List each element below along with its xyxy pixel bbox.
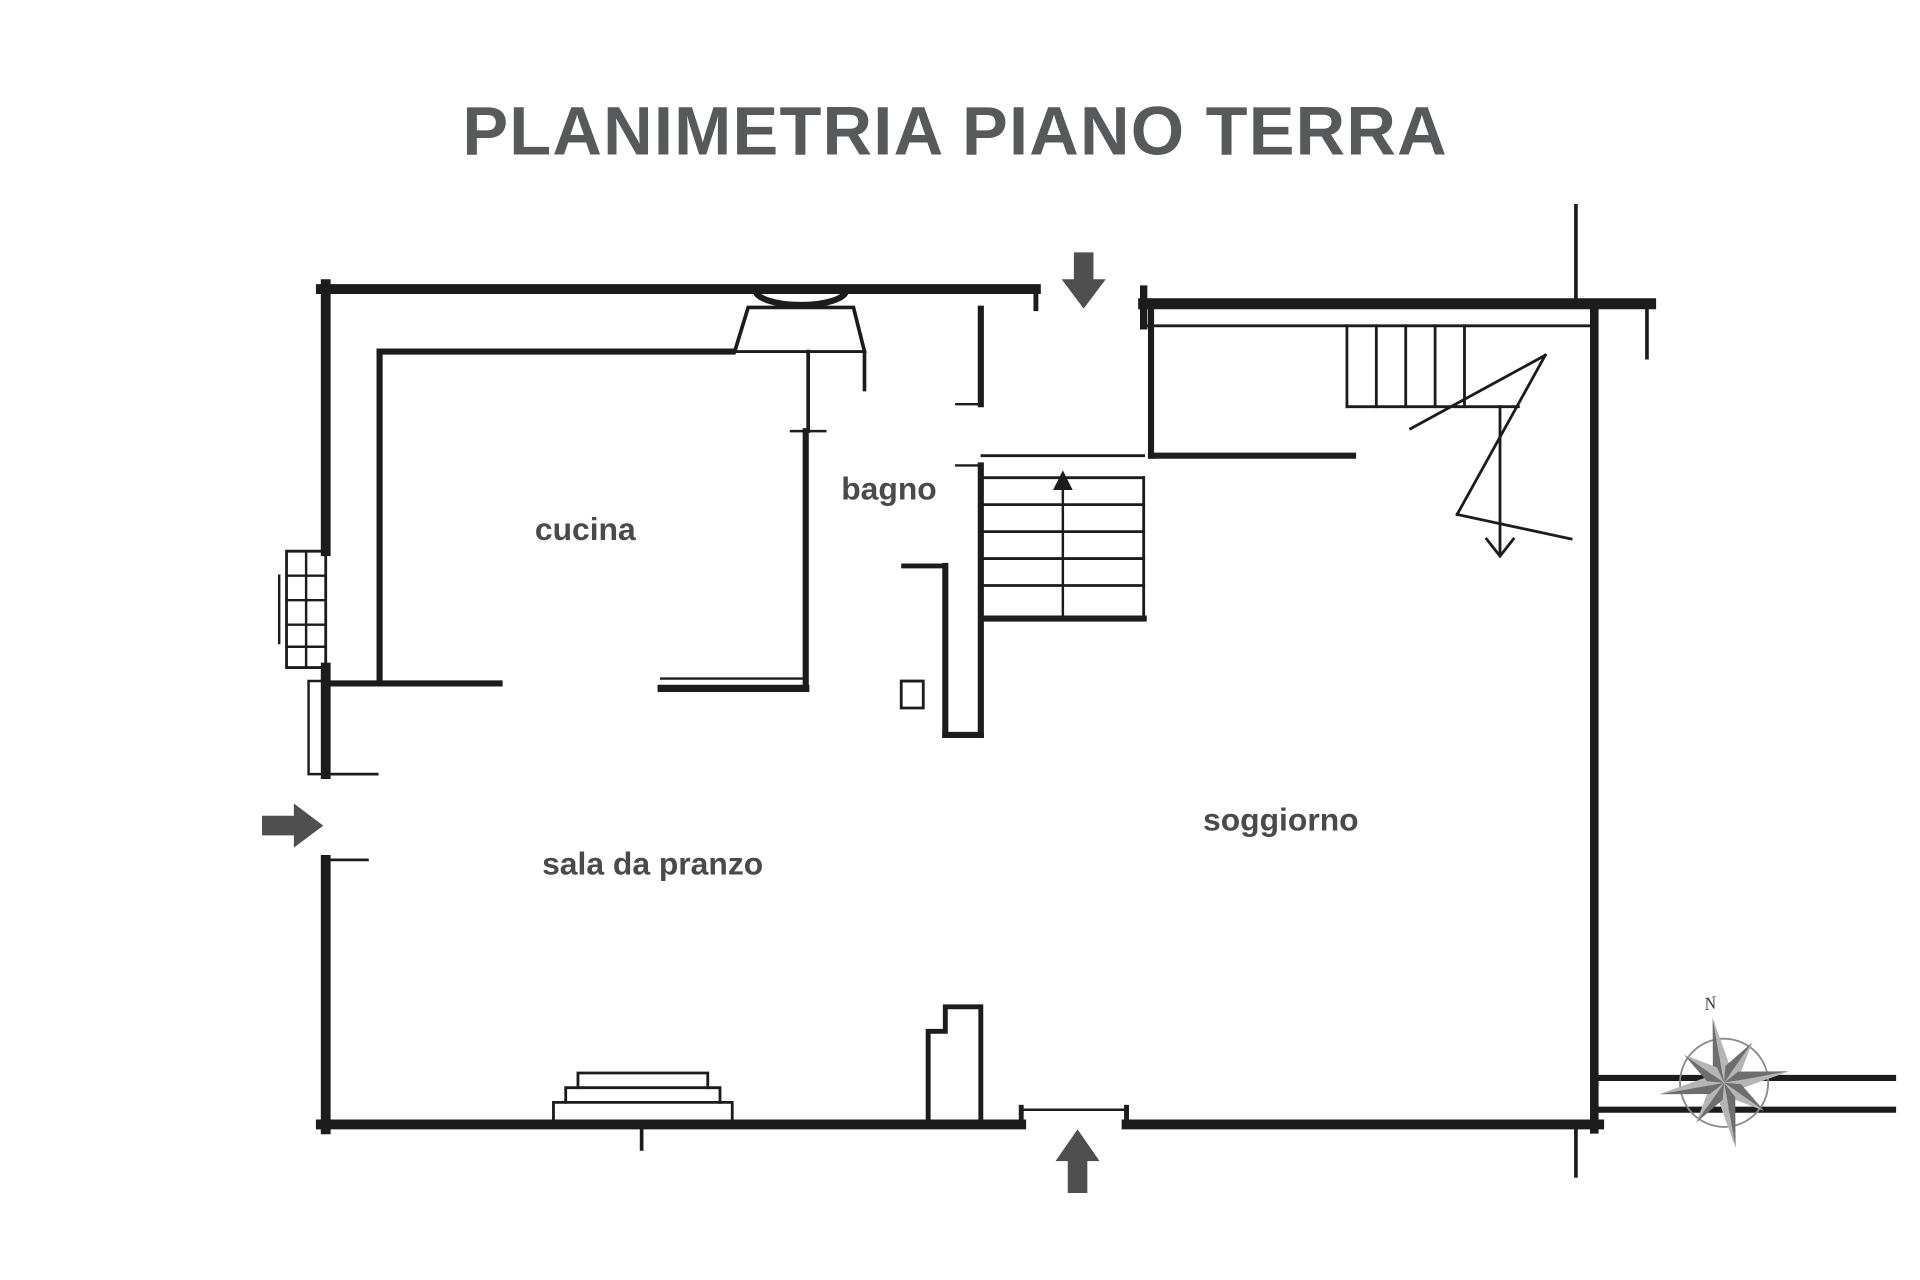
interior-walls xyxy=(324,300,1357,862)
room-label-soggiorno: soggiorno xyxy=(1203,801,1359,837)
entrance-arrow-top-icon xyxy=(1061,252,1106,309)
compass-north-label: N xyxy=(1701,992,1719,1014)
compass-rose-icon: N xyxy=(1658,992,1790,1148)
stove-niche xyxy=(730,287,867,354)
room-label-cucina: cucina xyxy=(535,511,636,547)
outer-walls xyxy=(315,203,1897,1178)
upper-stairs xyxy=(1345,324,1573,559)
room-label-bagno: bagno xyxy=(841,471,936,507)
entry-steps xyxy=(552,1071,734,1151)
stair-direction-arrow-icon xyxy=(1053,470,1073,490)
room-labels: cucina bagno sala da pranzo soggiorno xyxy=(535,471,1359,882)
central-stairs xyxy=(978,454,1147,622)
page-title: PLANIMETRIA PIANO TERRA xyxy=(462,92,1448,169)
entrance-arrow-left-icon xyxy=(262,803,324,848)
wall-pier xyxy=(925,1004,984,1127)
entrance-arrow-bottom-icon xyxy=(1055,1129,1100,1194)
window-symbol xyxy=(277,549,328,776)
entrance-arrows xyxy=(262,252,1106,1194)
room-label-sala-da-pranzo: sala da pranzo xyxy=(542,846,763,882)
